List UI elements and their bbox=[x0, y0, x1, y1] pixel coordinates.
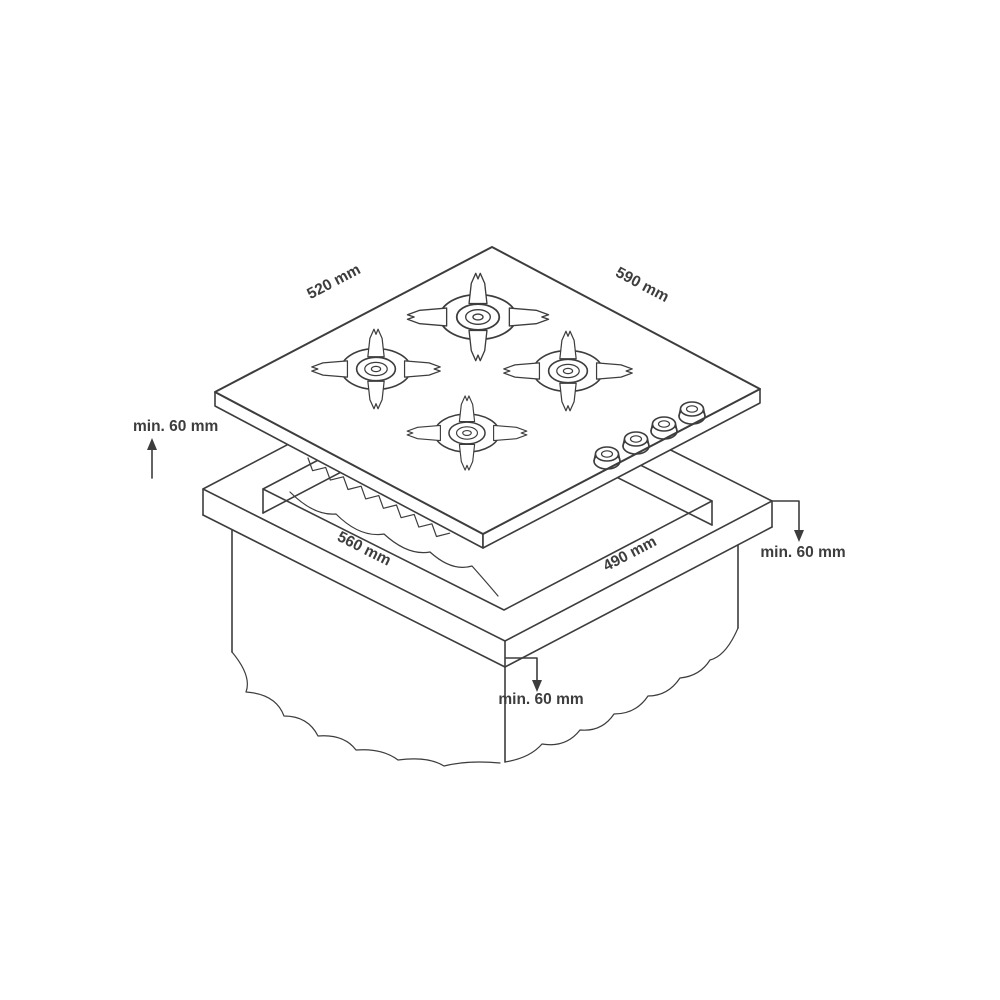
clearance-bottom: min. 60 mm bbox=[498, 657, 584, 708]
clearance-right-leader bbox=[771, 500, 800, 533]
clearance-left: min. 60 mm bbox=[133, 418, 218, 479]
clearance-right: min. 60 mm bbox=[760, 500, 846, 561]
break-line-right bbox=[504, 627, 739, 763]
break-line-interior bbox=[289, 491, 499, 597]
clearance-left-label: min. 60 mm bbox=[133, 418, 218, 435]
cabinet-body bbox=[231, 491, 739, 767]
clearance-bottom-label: min. 60 mm bbox=[498, 691, 583, 708]
clearance-right-label: min. 60 mm bbox=[760, 544, 845, 561]
hob-top-surface bbox=[214, 246, 761, 535]
break-line-left bbox=[231, 651, 501, 767]
countertop-thickness-edge bbox=[202, 514, 773, 668]
arrow-up-icon bbox=[147, 438, 157, 450]
clearance-bottom-leader bbox=[505, 657, 538, 683]
clamp-rail bbox=[307, 457, 451, 538]
gas-hob bbox=[214, 246, 761, 549]
hob-width-label: 520 mm bbox=[304, 261, 363, 303]
arrow-down-icon bbox=[532, 680, 542, 692]
arrow-down-icon bbox=[794, 530, 804, 542]
hob-depth-label: 590 mm bbox=[613, 264, 672, 306]
